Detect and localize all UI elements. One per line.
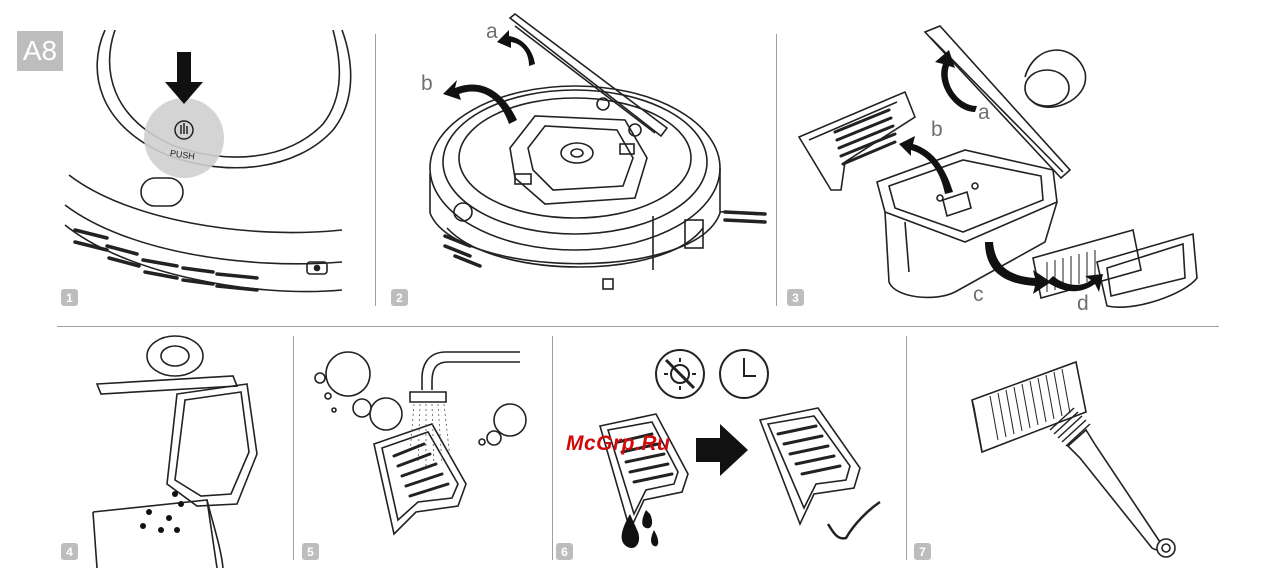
step-number: 4	[61, 543, 78, 560]
brush-icon	[1050, 408, 1175, 557]
label-a: a	[978, 101, 990, 125]
step-number: 7	[914, 543, 931, 560]
water-drops-icon	[622, 510, 659, 548]
step-1-panel: PUSH 1	[57, 30, 357, 312]
check-icon	[828, 502, 880, 538]
label-c: c	[973, 283, 984, 307]
label-d: d	[1077, 292, 1089, 316]
no-sun-icon	[656, 350, 704, 398]
label-b: b	[421, 72, 433, 96]
step-number: 3	[787, 289, 804, 306]
step-7-panel: 7	[910, 334, 1210, 568]
label-b: b	[931, 118, 943, 142]
label-a: a	[486, 20, 498, 44]
step-number: 6	[556, 543, 573, 560]
separator-4-5	[293, 336, 294, 560]
step-4-panel: 4	[57, 334, 287, 568]
step-2-panel: a b 2	[385, 8, 770, 312]
step-number: 1	[61, 289, 78, 306]
watermark: McGrp.Ru	[566, 432, 670, 456]
step-number: 5	[302, 543, 319, 560]
robot-open-lid	[385, 8, 770, 312]
brush-filter	[910, 334, 1210, 568]
arrow-right-icon	[696, 424, 748, 476]
step-3-panel: a b c d 3	[785, 22, 1210, 312]
robot-top-closeup: PUSH	[57, 30, 357, 312]
separator-5-6	[552, 336, 553, 560]
clock-icon	[720, 350, 768, 398]
rinse-filter	[298, 334, 548, 568]
empty-dustbin	[57, 334, 287, 568]
step-number: 2	[391, 289, 408, 306]
separator-2-3	[776, 34, 777, 306]
separator-6-7	[906, 336, 907, 560]
dustbin-disassembly	[785, 22, 1210, 312]
separator-1-2	[375, 34, 376, 306]
row-separator	[57, 326, 1219, 327]
step-5-panel: 5	[298, 334, 548, 568]
